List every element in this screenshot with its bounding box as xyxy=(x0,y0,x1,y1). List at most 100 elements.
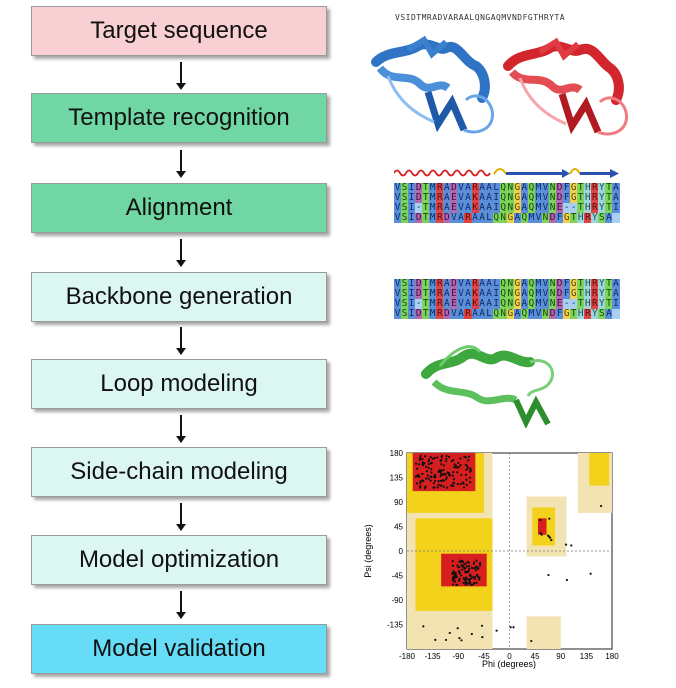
residue-point xyxy=(443,472,446,475)
residue-point xyxy=(458,577,461,581)
residue-point xyxy=(450,460,453,463)
model-structure-image xyxy=(421,345,554,428)
residue-point xyxy=(457,570,461,573)
residue-point xyxy=(460,473,463,477)
residue-point xyxy=(473,581,476,585)
residue-point xyxy=(465,565,469,568)
residue-point xyxy=(419,454,422,458)
residue-point xyxy=(448,631,451,635)
residue-point xyxy=(425,477,428,480)
x-tick-label: 180 xyxy=(605,652,619,661)
residue-point xyxy=(453,577,456,580)
residue-point xyxy=(458,566,461,569)
residue-point xyxy=(442,485,445,488)
residue-point xyxy=(468,567,471,570)
residue-point xyxy=(434,479,437,482)
residue-point xyxy=(433,456,436,460)
residue-point xyxy=(509,626,512,629)
residue-point xyxy=(464,562,467,565)
step-side-chain-modeling: Side-chain modeling xyxy=(31,447,327,497)
residue-point xyxy=(421,461,424,464)
residue-point xyxy=(434,473,437,476)
residue-point xyxy=(481,636,484,639)
residue-point xyxy=(468,481,472,484)
residue-point xyxy=(456,471,459,474)
residue-point xyxy=(440,463,443,466)
residue-point xyxy=(437,470,440,473)
residue-point xyxy=(430,468,433,471)
residue-point xyxy=(451,583,455,586)
residue-point xyxy=(469,577,472,581)
residue-point xyxy=(539,518,542,522)
x-tick-label: -135 xyxy=(425,652,442,661)
residue-point xyxy=(436,486,439,489)
residue-point xyxy=(445,476,448,479)
residue-point xyxy=(589,572,592,575)
residue-point xyxy=(453,466,456,469)
residue-point xyxy=(457,579,461,582)
step-target-sequence: Target sequence xyxy=(31,6,327,56)
residue-point xyxy=(458,636,461,640)
residue-point xyxy=(475,565,478,568)
residue-point xyxy=(439,471,442,474)
residue-point xyxy=(452,478,455,481)
residue-point xyxy=(466,465,469,468)
residue-point xyxy=(459,482,462,486)
residue-point xyxy=(442,468,445,472)
residue-point xyxy=(440,458,443,461)
residue-point xyxy=(473,577,476,580)
template-structures-image xyxy=(371,35,629,136)
residue-point xyxy=(495,629,498,632)
flow-arrow xyxy=(176,150,186,178)
residue-point xyxy=(467,455,471,458)
residue-point xyxy=(465,483,468,487)
residue-point xyxy=(451,484,455,487)
residue-point xyxy=(414,462,418,465)
x-tick-label: -45 xyxy=(478,652,490,661)
y-tick-label: -45 xyxy=(391,572,403,581)
residue-point xyxy=(550,538,553,542)
residue-point xyxy=(423,487,427,490)
y-tick-label: -135 xyxy=(387,621,404,630)
residue-point xyxy=(421,464,425,467)
residue-point xyxy=(473,566,476,570)
residue-point xyxy=(470,632,473,636)
residue-point xyxy=(452,470,455,474)
residue-point xyxy=(465,468,468,471)
residue-point xyxy=(448,474,451,477)
residue-point xyxy=(431,457,435,460)
y-tick-label: 0 xyxy=(399,547,404,556)
residue-point xyxy=(414,475,418,478)
blue-protein-structure xyxy=(371,35,495,134)
residue-point xyxy=(433,486,436,489)
residue-point xyxy=(454,571,457,575)
residue-point xyxy=(564,543,568,546)
residue-point xyxy=(476,573,479,576)
residue-point xyxy=(460,574,463,577)
residue-point xyxy=(451,579,455,582)
flow-arrow xyxy=(176,327,186,355)
residue-point xyxy=(468,581,472,584)
residue-point xyxy=(422,479,425,483)
residue-point xyxy=(464,463,467,466)
residue-point xyxy=(461,481,464,484)
residue-point xyxy=(419,480,422,483)
residue-point xyxy=(459,457,462,460)
residue-point xyxy=(465,478,468,481)
residue-point xyxy=(539,532,542,535)
residue-point xyxy=(433,476,436,479)
residue-point xyxy=(428,458,431,461)
residue-point xyxy=(474,575,477,578)
residue-point xyxy=(455,583,458,586)
residue-point xyxy=(462,564,465,567)
residue-point xyxy=(464,570,467,573)
residue-point xyxy=(442,464,445,467)
residue-point xyxy=(460,639,463,642)
residue-point xyxy=(548,517,551,520)
residue-point xyxy=(469,467,472,470)
residue-point xyxy=(476,575,479,578)
residue-point xyxy=(458,572,461,575)
